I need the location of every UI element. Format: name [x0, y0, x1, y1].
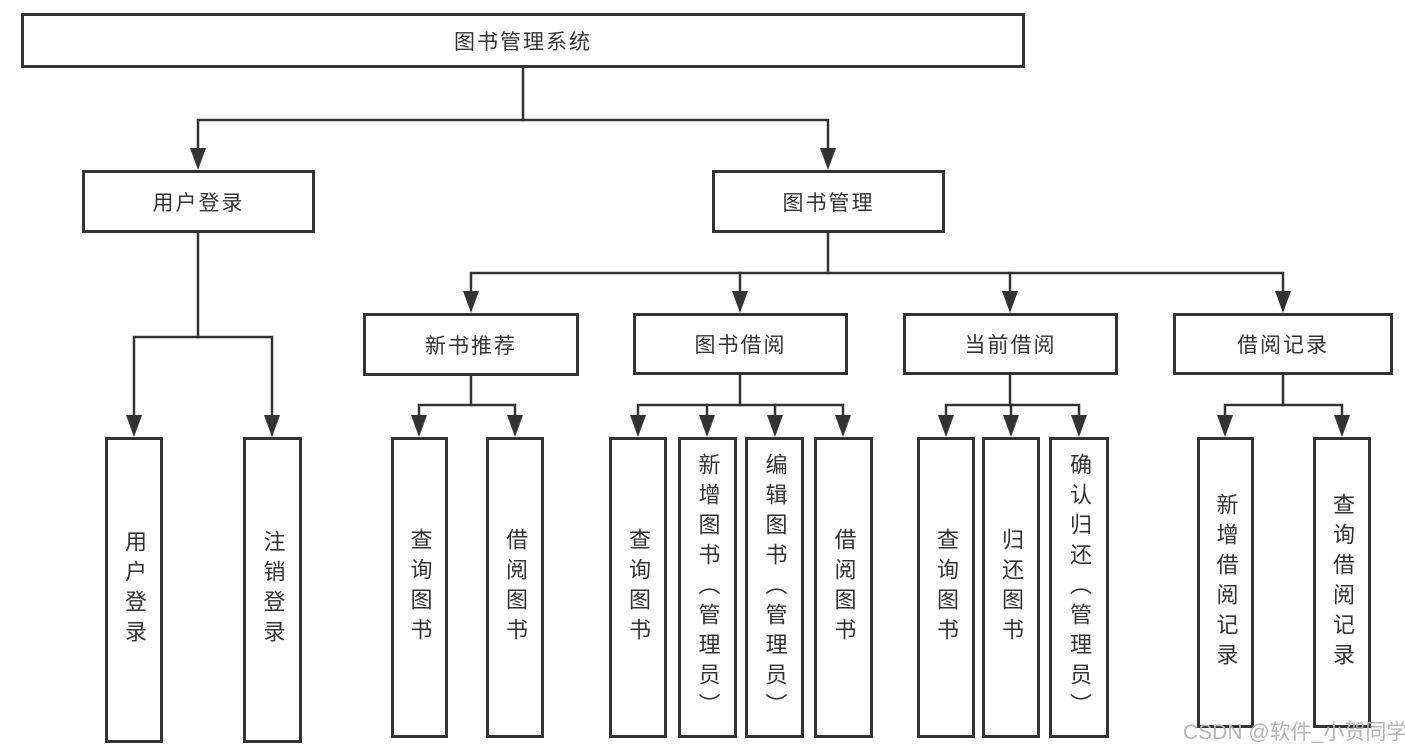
node-current-borrow: 当前借阅 — [903, 313, 1118, 375]
arrowhead — [463, 291, 479, 313]
leaf-bb-query-books-label: 查询图书 — [626, 527, 651, 648]
leaf-cb-query-books-label: 查询图书 — [934, 527, 959, 648]
leaf-bb-query-books: 查询图书 — [609, 437, 667, 738]
arrowhead — [699, 415, 715, 437]
leaf-br-add-record-label: 新增借阅记录 — [1213, 492, 1239, 673]
node-book-borrow: 图书借阅 — [633, 313, 848, 375]
leaf-bb-edit-books-admin: 编辑图书（管理员） — [745, 437, 804, 738]
leaf-logout-label: 注销登录 — [260, 530, 286, 650]
leaf-br-query-record-label: 查询借阅记录 — [1330, 492, 1355, 673]
connector-borrowrecords-bracket — [1223, 403, 1344, 423]
leaf-cb-confirm-return-admin-label: 确认归还（管理员） — [1067, 452, 1092, 723]
csdn-watermark: CSDN @软件_小贺同学 — [1183, 721, 1405, 744]
leaf-br-query-record: 查询借阅记录 — [1313, 437, 1371, 728]
arrowhead — [767, 415, 783, 437]
connector-userlogin-bracket — [132, 335, 274, 423]
connector-newbookrec-bracket — [417, 403, 517, 423]
node-book-management-label: 图书管理 — [782, 191, 875, 215]
arrowhead — [820, 148, 836, 170]
arrowhead — [1002, 291, 1018, 313]
leaf-bb-borrow-books-label: 借阅图书 — [831, 527, 857, 648]
node-root-label: 图书管理系统 — [454, 30, 592, 54]
node-user-login: 用户登录 — [82, 170, 315, 233]
node-new-book-recommend-label: 新书推荐 — [425, 334, 517, 358]
arrowhead — [1217, 415, 1233, 437]
arrowhead — [1334, 415, 1350, 437]
arrowhead — [938, 415, 954, 437]
leaf-bb-edit-books-admin-label: 编辑图书（管理员） — [762, 452, 788, 723]
leaf-rec-query-books-label: 查询图书 — [407, 527, 433, 648]
leaf-bb-add-books-admin-label: 新增图书（管理员） — [695, 452, 721, 723]
arrowhead — [630, 415, 646, 437]
arrowhead — [264, 415, 280, 437]
leaf-bb-borrow-books: 借阅图书 — [814, 437, 873, 738]
arrowhead — [1275, 291, 1291, 313]
arrowhead — [732, 291, 748, 313]
node-book-borrow-label: 图书借阅 — [694, 334, 787, 357]
arrowhead — [411, 415, 427, 437]
leaf-bb-add-books-admin: 新增图书（管理员） — [678, 437, 737, 738]
leaf-br-add-record: 新增借阅记录 — [1197, 437, 1254, 728]
node-user-login-label: 用户登录 — [152, 191, 245, 215]
leaf-logout: 注销登录 — [243, 437, 302, 743]
connector-bookmgmt-bracket — [469, 271, 1285, 299]
node-new-book-recommend: 新书推荐 — [363, 313, 579, 376]
leaf-rec-borrow-books-label: 借阅图书 — [503, 527, 528, 648]
connector-root-bracket — [196, 118, 830, 156]
leaf-rec-query-books: 查询图书 — [391, 437, 448, 738]
arrowhead — [190, 148, 206, 170]
node-borrow-records-label: 借阅记录 — [1237, 334, 1329, 357]
node-current-borrow-label: 当前借阅 — [964, 334, 1057, 357]
node-book-management: 图书管理 — [712, 170, 945, 233]
node-root: 图书管理系统 — [21, 13, 1025, 68]
leaf-cb-confirm-return-admin: 确认归还（管理员） — [1049, 437, 1109, 738]
leaf-user-login-label: 用户登录 — [122, 530, 147, 650]
leaf-cb-return-books: 归还图书 — [982, 437, 1040, 738]
leaf-user-login: 用户登录 — [105, 437, 163, 743]
arrowhead — [835, 415, 851, 437]
connector-bookborrow-bracket — [636, 403, 845, 423]
arrowhead — [1003, 415, 1019, 437]
leaf-rec-borrow-books: 借阅图书 — [486, 437, 544, 738]
arrowhead — [126, 415, 142, 437]
arrowhead — [1071, 415, 1087, 437]
connector-currentborrow-bracket — [944, 403, 1081, 423]
leaf-cb-query-books: 查询图书 — [917, 437, 975, 738]
arrowhead — [507, 415, 523, 437]
leaf-cb-return-books-label: 归还图书 — [999, 527, 1024, 648]
node-borrow-records: 借阅记录 — [1173, 313, 1393, 375]
